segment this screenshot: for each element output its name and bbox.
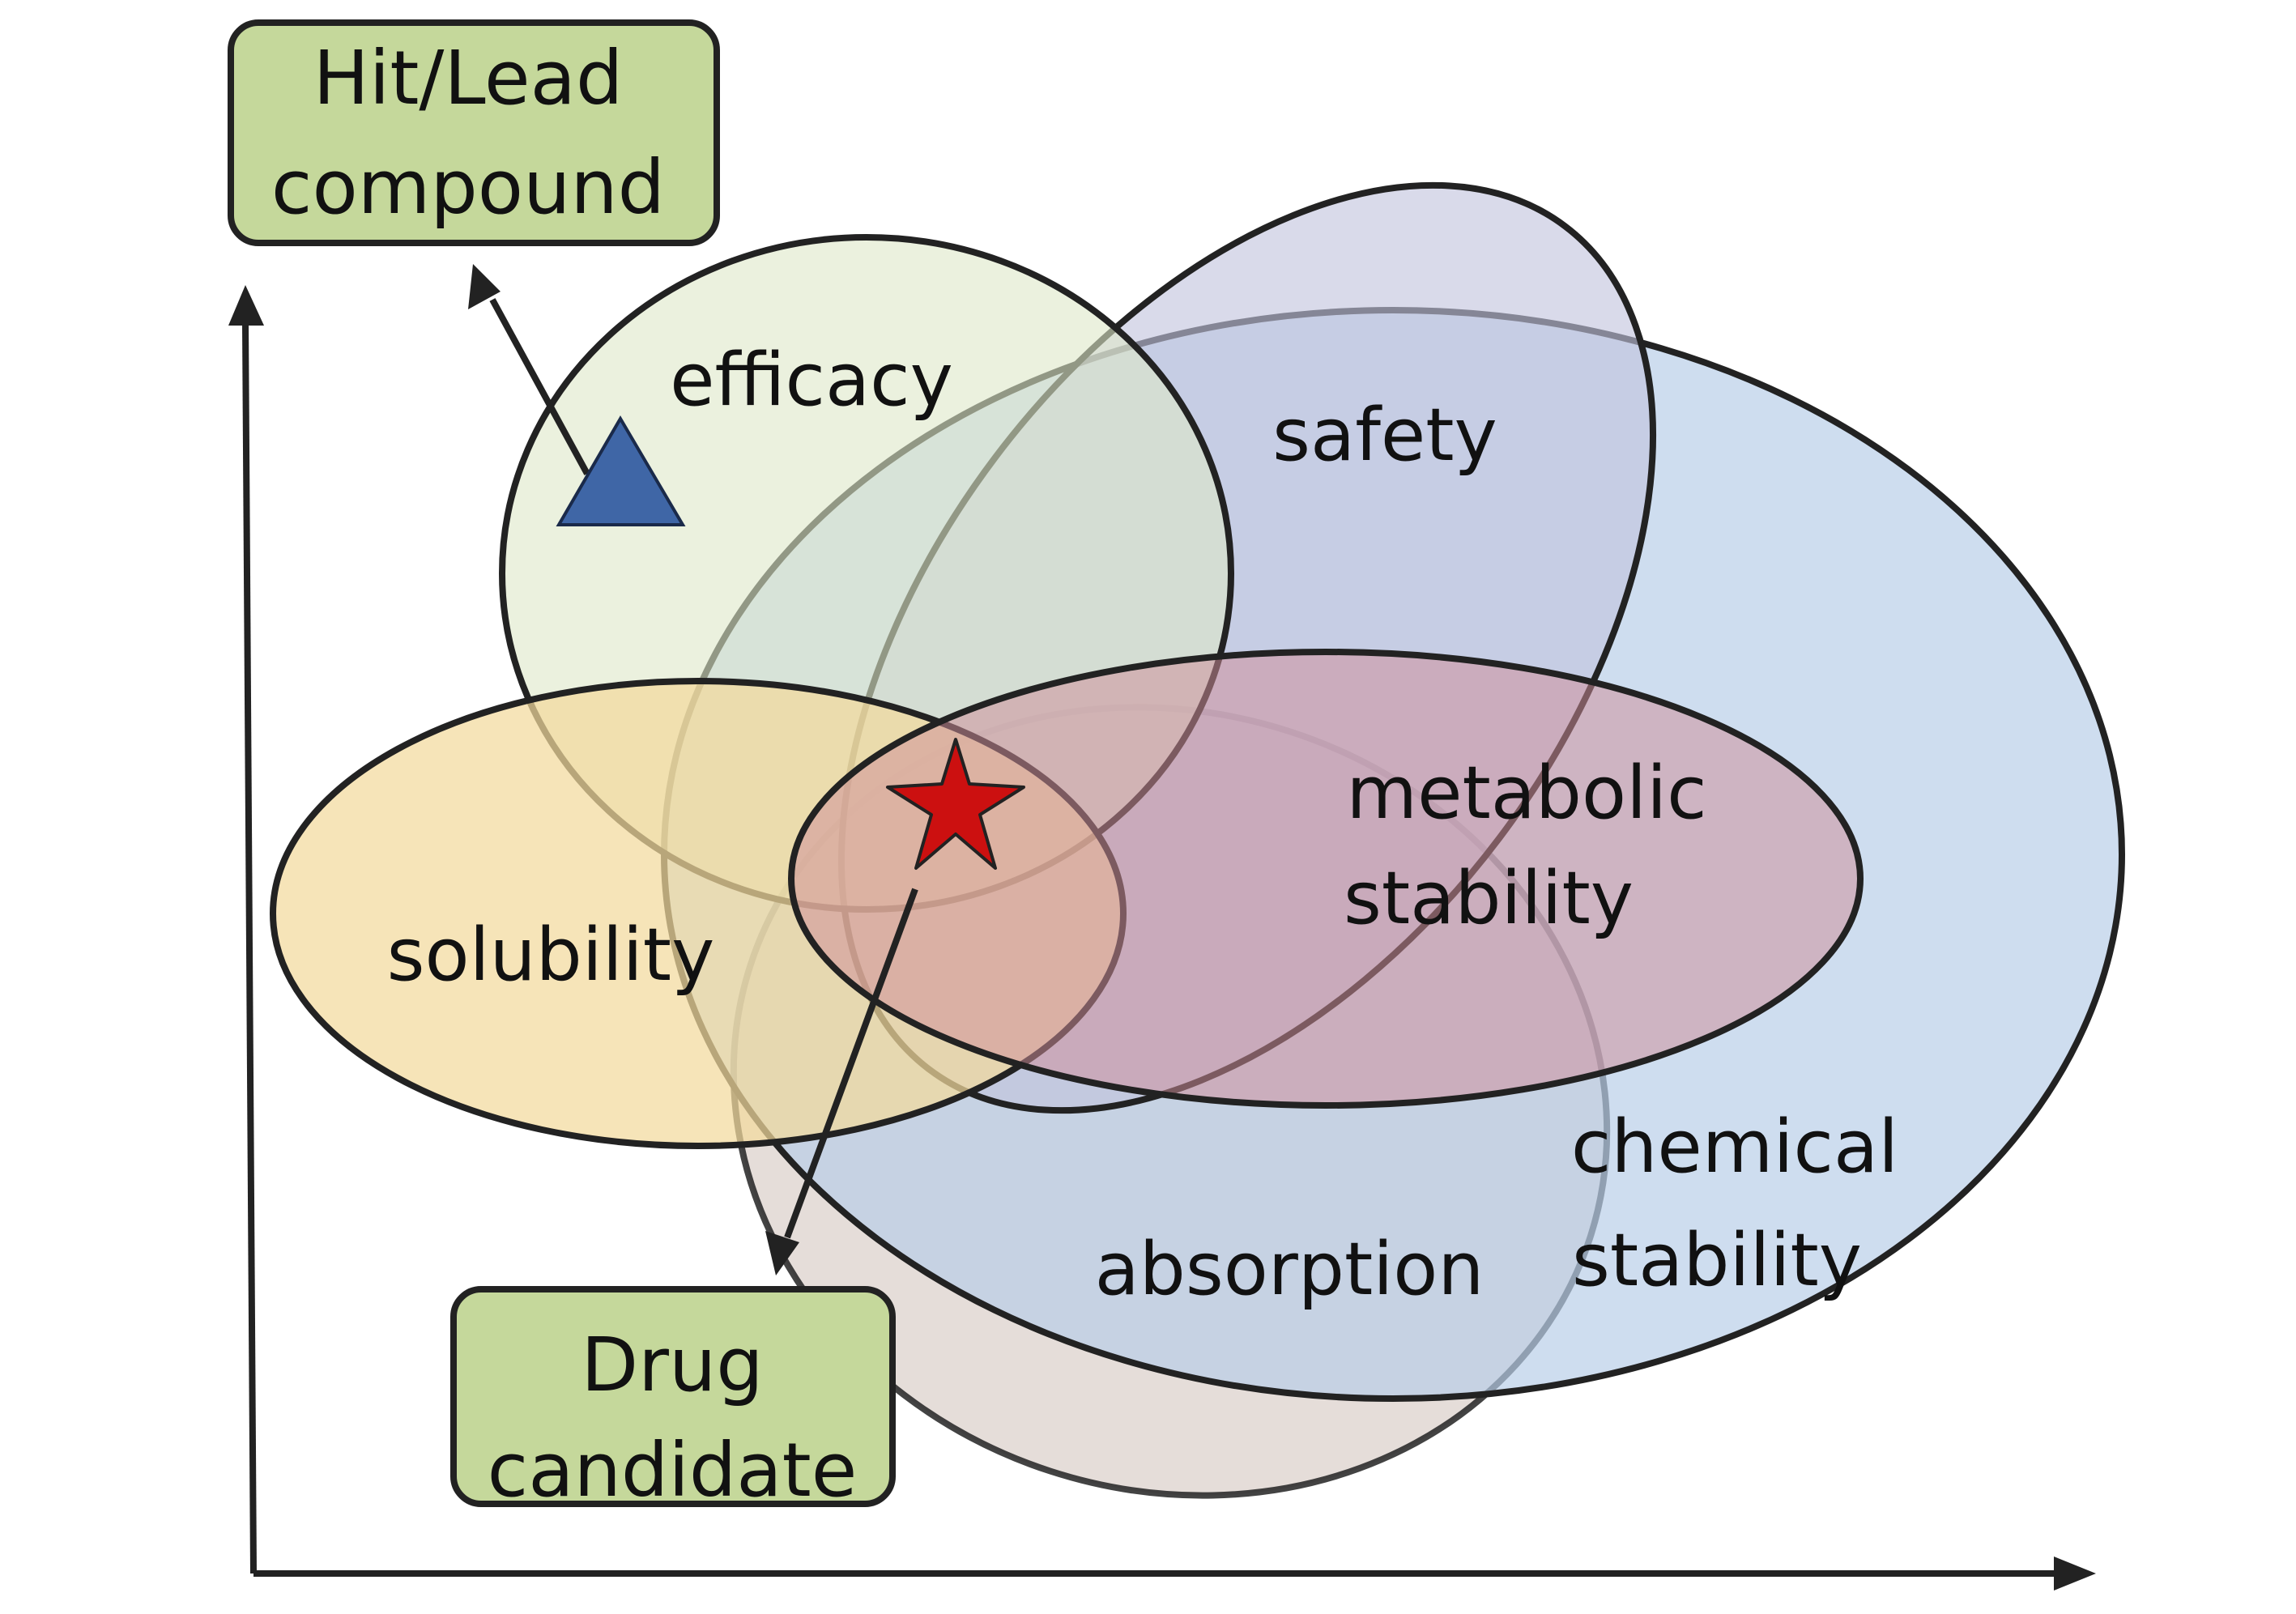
triangle-icon <box>556 415 686 526</box>
absorption-label: absorption <box>1095 1227 1485 1312</box>
drug-candidate-box: Drug candidate <box>450 1286 896 1514</box>
connector-arrows <box>468 264 918 1275</box>
chemical-stability-label-1: chemical <box>1571 1105 1898 1190</box>
hit-lead-box: Hit/Lead compound <box>228 19 720 246</box>
hit-lead-line1: Hit/Lead <box>313 35 624 121</box>
hit-arrow-line <box>489 298 590 475</box>
efficacy-label: efficacy <box>670 338 953 423</box>
y-axis-arrowhead <box>228 285 264 326</box>
drug-candidate-line2: candidate <box>488 1427 858 1514</box>
metabolic-stability-label-1: metabolic <box>1346 751 1706 836</box>
hit-lead-line2: compound <box>271 144 665 231</box>
drug-candidate-line1: Drug <box>581 1322 763 1408</box>
candidate-arrow-line <box>784 888 918 1239</box>
property-labels: efficacy safety metabolic stability solu… <box>387 338 1898 1312</box>
solubility-label: solubility <box>387 913 715 998</box>
metabolic-stability-label-2: stability <box>1344 856 1634 941</box>
y-axis <box>242 323 257 1574</box>
axes <box>228 285 2096 1591</box>
hit-arrow-head <box>468 264 501 309</box>
star-icon <box>886 738 1025 870</box>
x-axis-arrowhead <box>2054 1557 2096 1591</box>
metabolic-stability-ellipse <box>788 649 1864 1109</box>
safety-label: safety <box>1272 393 1497 478</box>
candidate-arrow-head <box>765 1231 799 1275</box>
chemical-stability-label-2: stability <box>1572 1218 1862 1303</box>
